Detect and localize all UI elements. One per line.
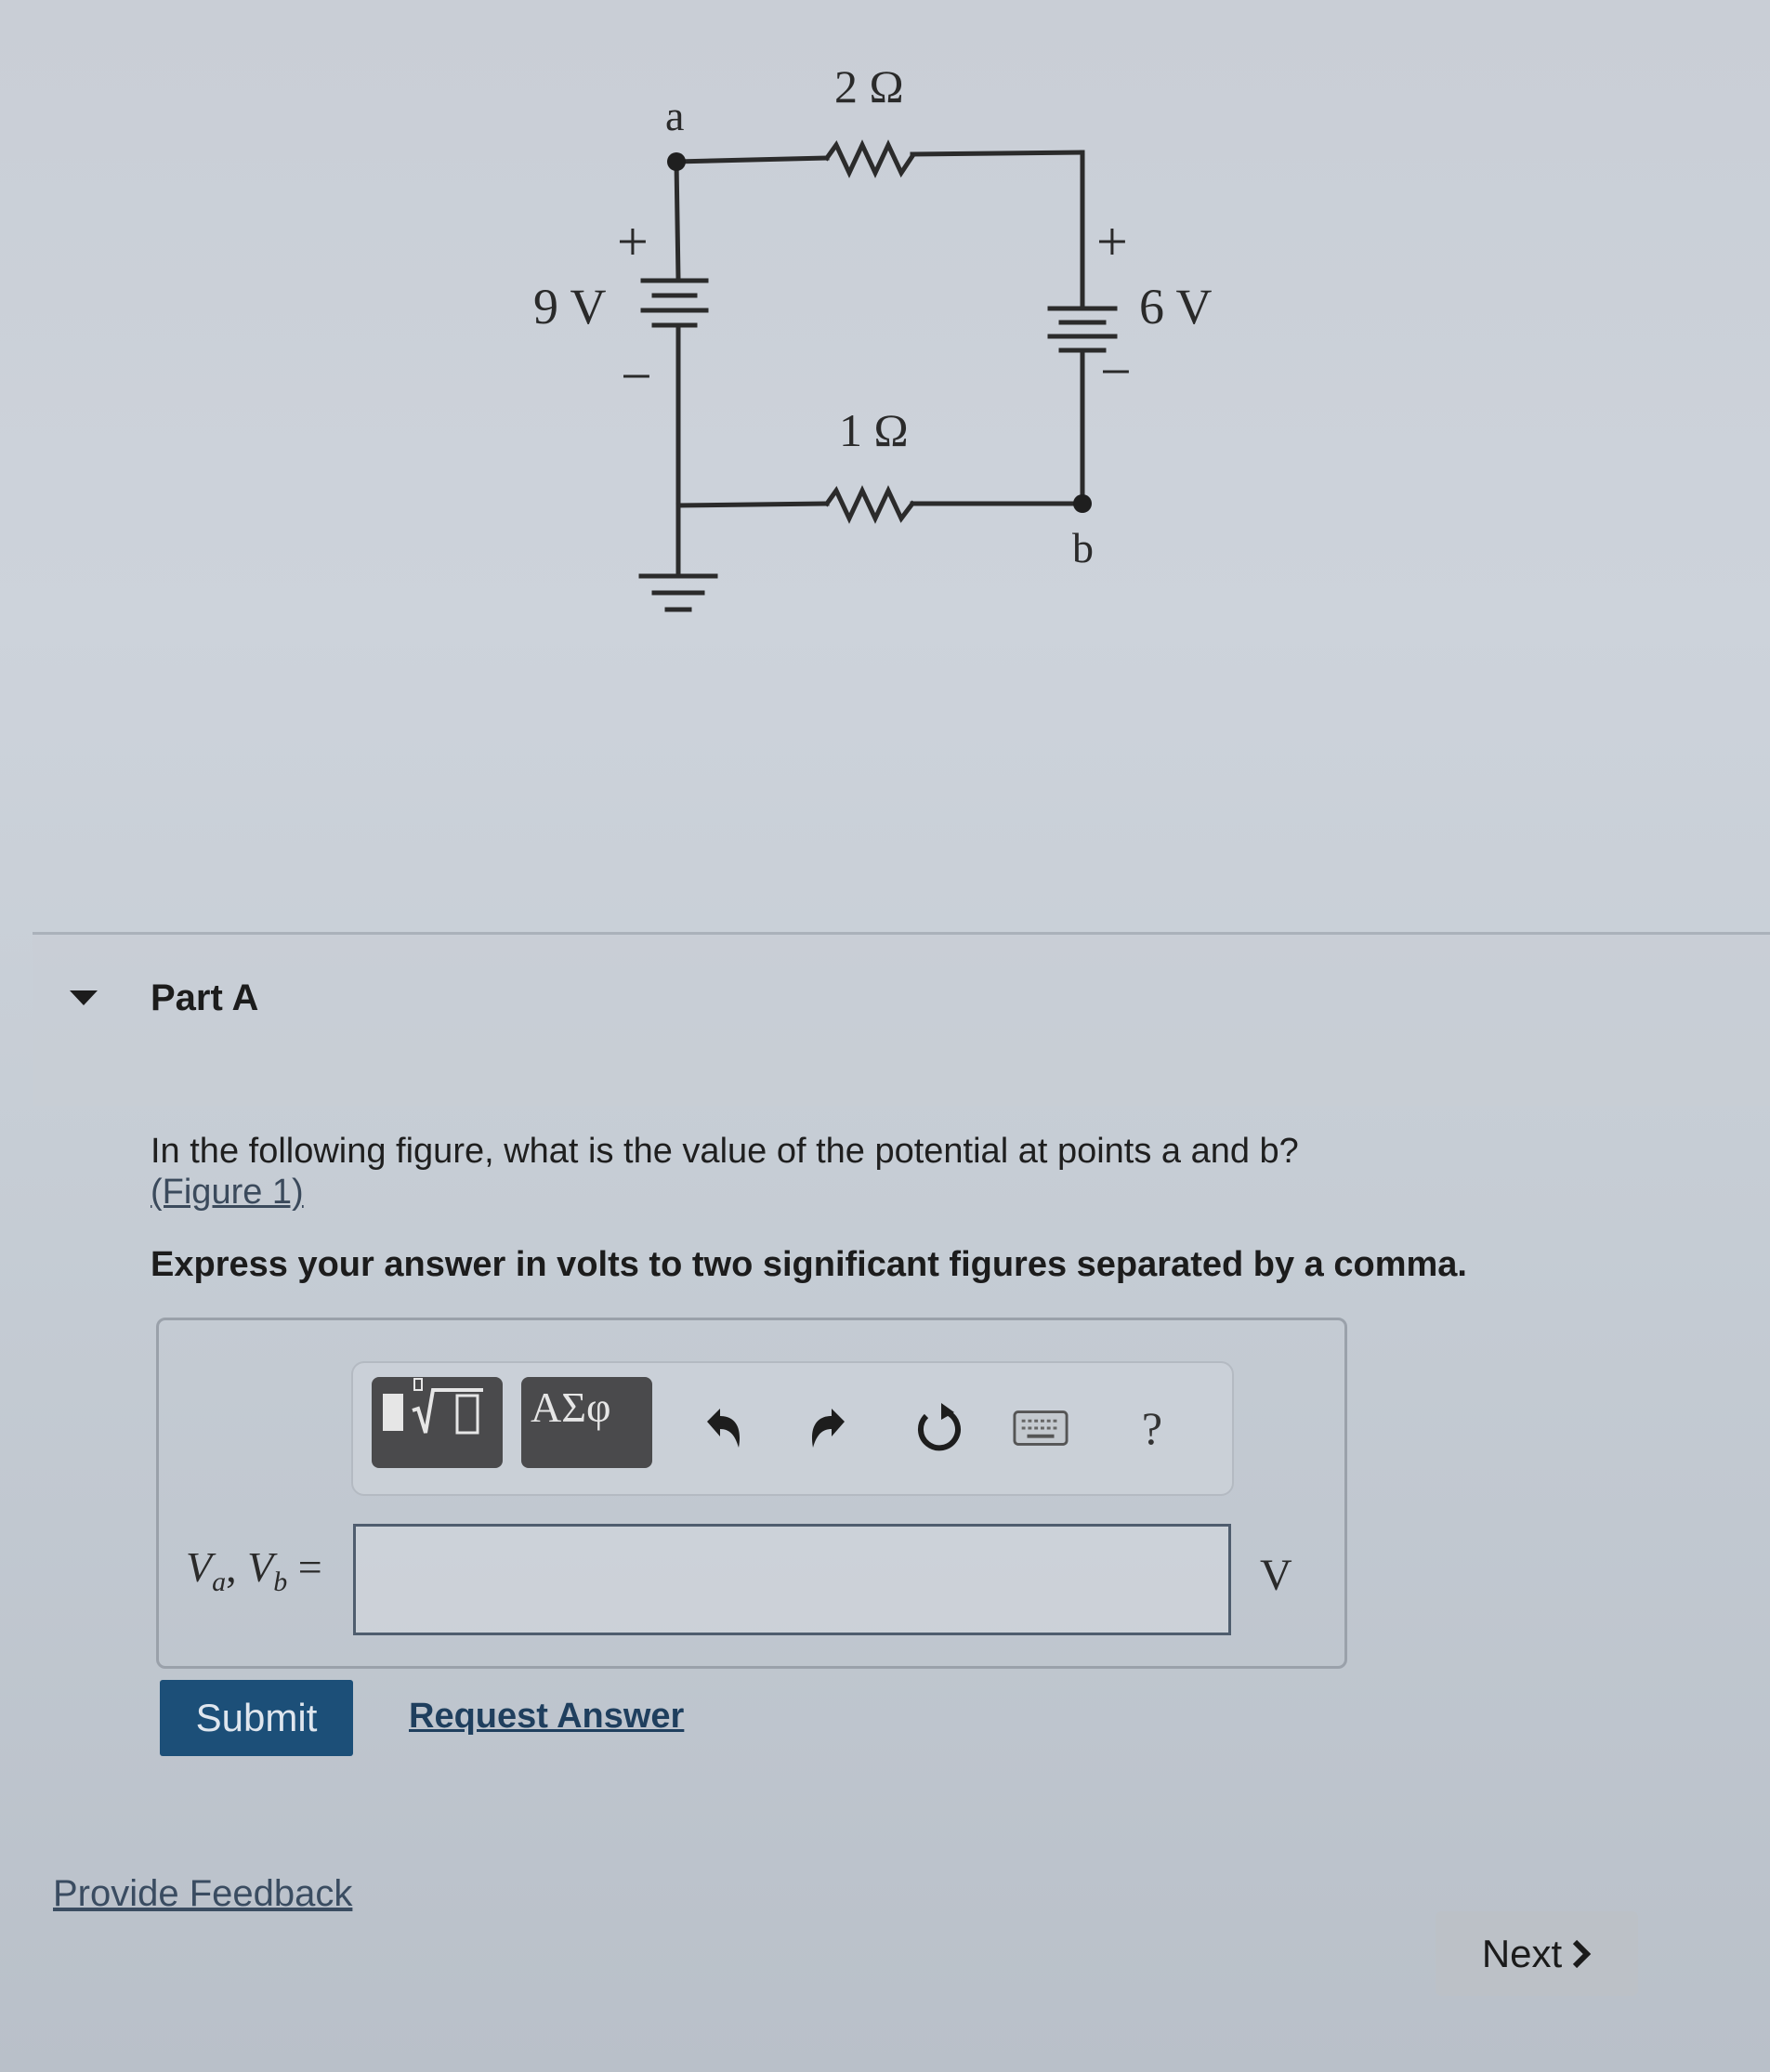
node-a-dot	[667, 152, 686, 171]
provide-feedback-link[interactable]: Provide Feedback	[53, 1873, 353, 1914]
unit-label: V	[1260, 1551, 1292, 1600]
greek-symbols-button[interactable]: ΑΣφ	[521, 1377, 652, 1468]
templates-button[interactable]	[372, 1377, 503, 1468]
resistor-1ohm-label: 1 Ω	[839, 404, 909, 456]
help-button[interactable]: ?	[1141, 1402, 1163, 1454]
next-label: Next	[1481, 1931, 1563, 1975]
templates-sqrt-icon	[383, 1378, 483, 1435]
question-text: In the following figure, what is the val…	[151, 1132, 1299, 1171]
section-divider	[33, 932, 1770, 935]
answer-input[interactable]	[353, 1524, 1231, 1635]
battery-9v-minus: −	[621, 346, 652, 407]
request-answer-link[interactable]: Request Answer	[409, 1697, 685, 1736]
math-toolbar: ΑΣφ ?	[351, 1361, 1234, 1496]
redo-icon[interactable]	[799, 1400, 855, 1456]
chevron-right-icon	[1573, 1939, 1592, 1968]
answer-label: Va, Vb =	[186, 1543, 322, 1598]
node-a-label: a	[665, 92, 684, 139]
circuit-figure: a b 2 Ω 1 Ω 9 V + − 6 V + −	[483, 37, 1319, 650]
triangle-down-icon[interactable]	[70, 990, 98, 1005]
battery-6v-minus: −	[1100, 341, 1132, 402]
battery-9v-plus: +	[617, 211, 649, 272]
next-button[interactable]: Next	[1436, 1911, 1638, 1996]
part-header[interactable]	[33, 935, 1770, 1106]
answer-container	[156, 1318, 1347, 1669]
figure-link[interactable]: (Figure 1)	[151, 1173, 304, 1212]
undo-icon[interactable]	[697, 1400, 753, 1456]
part-title[interactable]: Part A	[151, 977, 259, 1018]
answer-instruction: Express your answer in volts to two sign…	[151, 1245, 1467, 1284]
node-b-dot	[1073, 494, 1092, 513]
battery-6v-plus: +	[1096, 211, 1128, 272]
battery-6v-label: 6 V	[1139, 279, 1213, 334]
submit-button[interactable]: Submit	[160, 1680, 353, 1756]
keyboard-icon[interactable]	[1013, 1400, 1069, 1456]
node-b-label: b	[1072, 524, 1094, 571]
battery-9v-label: 9 V	[533, 279, 607, 334]
resistor-2ohm-label: 2 Ω	[834, 60, 904, 112]
reset-icon[interactable]	[911, 1400, 966, 1456]
